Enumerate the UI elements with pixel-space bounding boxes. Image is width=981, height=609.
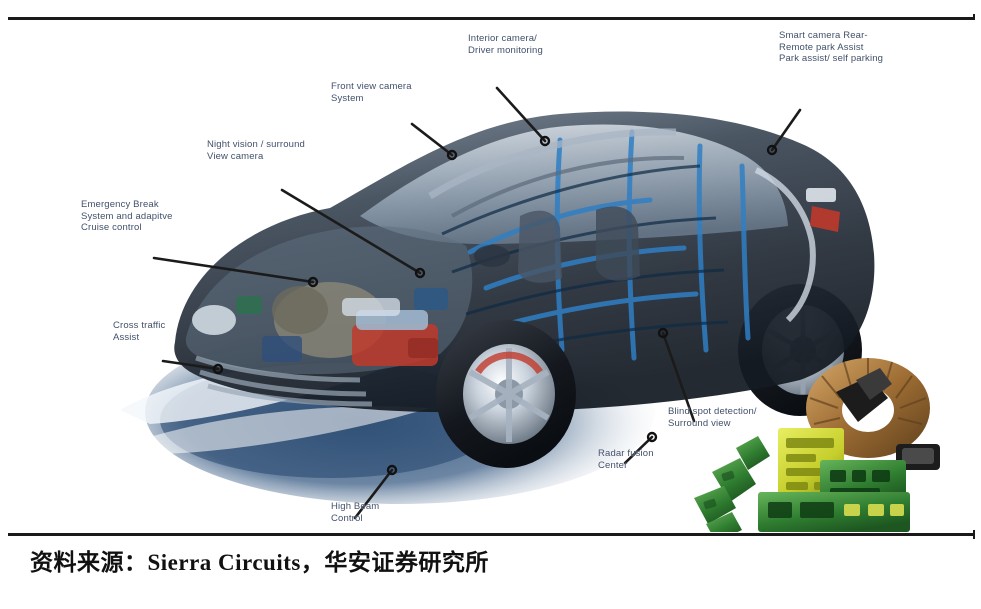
top-divider-end-tick <box>973 14 975 23</box>
callout-cross-traffic-assist: Cross traffic Assist <box>113 320 166 343</box>
dot-interior-camera <box>539 135 551 147</box>
bottom-divider-end-tick <box>973 530 975 539</box>
leader-cross-traffic <box>161 359 220 371</box>
leader-interior-camera <box>495 86 547 143</box>
leader-front-view-camera <box>410 122 454 157</box>
front-wheel <box>436 320 576 468</box>
dot-emergency-break <box>307 276 319 288</box>
callout-night-vision: Night vision / surround View camera <box>207 139 305 162</box>
callout-smart-camera-rear: Smart camera Rear- Remote park Assist Pa… <box>779 30 884 64</box>
dot-radar-fusion <box>646 431 658 443</box>
dot-smart-camera-rear <box>766 144 778 156</box>
leader-smart-camera-rear <box>770 108 802 152</box>
leader-radar-fusion <box>623 435 654 465</box>
leader-night-vision <box>280 188 422 275</box>
callout-leader-lines <box>152 86 802 520</box>
leader-emergency-break <box>152 256 315 284</box>
dot-front-view-camera <box>446 149 458 161</box>
pcb-cluster <box>694 358 940 532</box>
dot-blind-spot <box>657 327 669 339</box>
callout-anchor-dots <box>212 135 778 476</box>
callout-radar-fusion-center: Radar fusion Center <box>598 448 654 471</box>
dot-high-beam <box>386 464 398 476</box>
dot-night-vision <box>414 267 426 279</box>
figure-image: Front view camera System Interior camera… <box>0 20 981 532</box>
callout-front-view-camera: Front view camera System <box>331 81 412 104</box>
figure-source-caption: 资料来源：Sierra Circuits，华安证券研究所 <box>30 550 489 575</box>
bottom-divider <box>8 530 975 539</box>
top-divider <box>8 14 975 23</box>
car-cutaway-illustration <box>120 86 940 532</box>
car-body <box>174 111 875 413</box>
callout-interior-camera: Interior camera/ Driver monitoring <box>468 33 543 56</box>
dot-cross-traffic <box>212 363 224 375</box>
leader-blind-spot <box>661 331 696 423</box>
front-grille <box>195 355 373 407</box>
callout-blind-spot-detection: Blind spot detection/ Surround view <box>668 406 757 429</box>
pcb-fragments <box>694 436 770 532</box>
leader-high-beam <box>353 468 394 520</box>
callout-high-beam-control: High Beam Control <box>331 501 380 524</box>
callout-emergency-break: Emergency Break System and adapitve Crui… <box>81 199 173 233</box>
